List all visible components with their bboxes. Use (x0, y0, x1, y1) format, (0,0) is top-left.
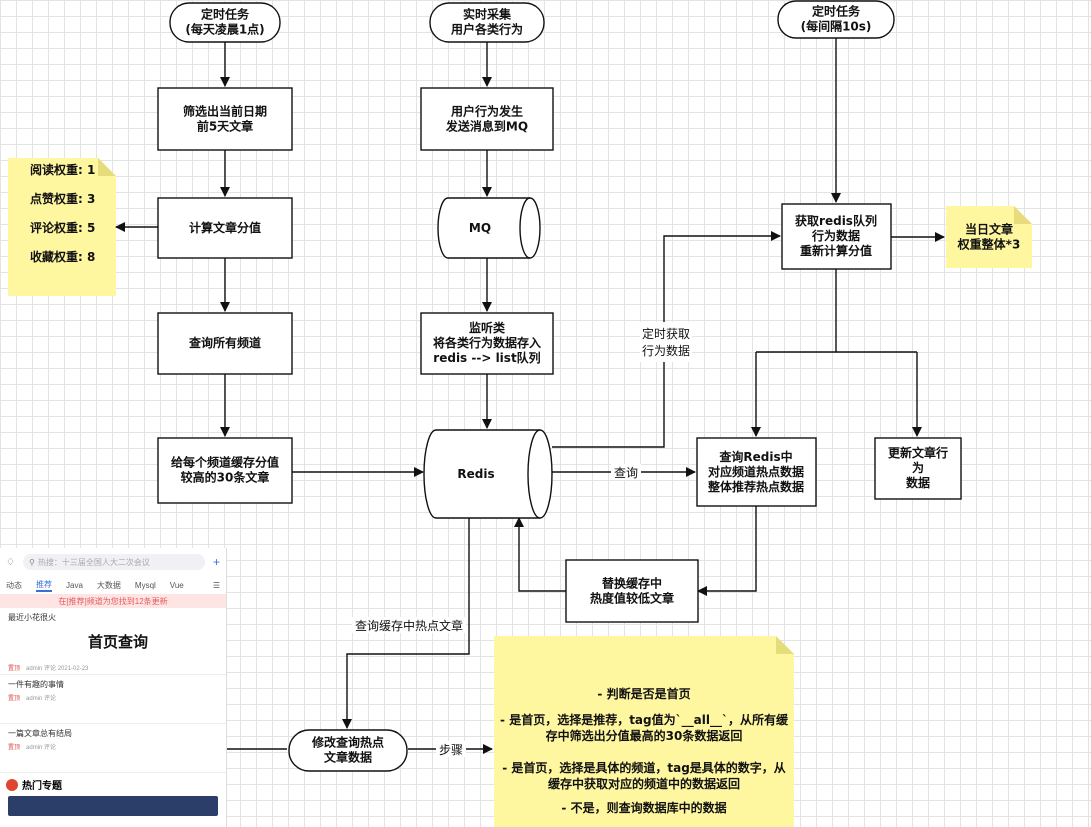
embedded-mobile-screenshot: ♢ ⚲ 热搜：十三届全国人大二次会议 + 动态 推荐 Java 大数据 Mysql Vue… (0, 548, 227, 827)
homepage-query-title: 首页查询 (87, 633, 148, 651)
edge-label-steps: 步骤 (439, 743, 463, 757)
update-article-node (874, 437, 962, 500)
realtime-label: 实时采集用户各类行为 (450, 7, 523, 37)
step-item: - 是首页，选择是具体的频道，tag是具体的数字，从缓存中获取对应的频道中的数据… (502, 760, 786, 791)
timer2-label: 定时任务(每间隔10s) (801, 4, 872, 34)
hot-topics-header: 热门专题 (0, 773, 226, 796)
phone-banner: 在[推荐]频道为您找到12条更新 (0, 594, 226, 608)
calc-label: 计算文章分值 (189, 220, 261, 235)
realtime-node (429, 2, 545, 43)
article-title: 最近小花很火 (8, 613, 56, 622)
query-redis-node (696, 437, 817, 507)
edge-label-timed-fetch: 定时获取行为数据 (642, 326, 690, 358)
hot-topic-image[interactable] (8, 796, 218, 816)
article-title: 一件有趣的事情 (8, 680, 64, 689)
update-article-label: 更新文章行为数据 (888, 445, 948, 490)
fire-icon (6, 778, 18, 791)
bell-icon: ♢ (6, 556, 15, 568)
phone-search-input[interactable]: ⚲ 热搜：十三届全国人大二次会议 (22, 554, 205, 570)
timer1-node (169, 2, 281, 43)
weight-item: 收藏权重: 8 (30, 249, 95, 264)
replace-node (565, 559, 699, 623)
weight-item: 阅读权重: 1 (30, 162, 95, 177)
modify-label: 修改查询热点文章数据 (311, 735, 384, 765)
phone-tab[interactable]: Vue (169, 580, 184, 590)
edge-label-query-cache: 查询缓存中热点文章 (355, 618, 463, 633)
phone-tab[interactable]: Java (66, 580, 83, 590)
timer2-node (777, 0, 895, 39)
steps-note (494, 636, 794, 827)
mq-node (437, 197, 541, 259)
search-icon: ⚲ (28, 557, 35, 567)
phone-tab[interactable]: 动态 (6, 580, 22, 590)
filter-label: 筛选出当前日期前5天文章 (183, 104, 267, 134)
today-note (946, 206, 1032, 268)
listener-node (420, 312, 554, 375)
phone-tab[interactable]: Mysql (134, 580, 156, 590)
redis-node (423, 429, 553, 519)
phone-tab[interactable]: 大数据 (96, 580, 121, 590)
step-item: - 不是，则查询数据库中的数据 (561, 800, 726, 815)
phone-tabs: 动态 推荐 Java 大数据 Mysql Vue ☰ (0, 576, 226, 594)
weights-note (8, 158, 116, 296)
calc-node (157, 197, 293, 259)
replace-label: 替换缓存中热度值较低文章 (590, 576, 674, 606)
channels-label: 查询所有频道 (188, 335, 261, 350)
get-redis-node (781, 203, 892, 270)
query-redis-label: 查询Redis中对应频道热点数据整体推荐热点数据 (707, 449, 804, 494)
user-action-node (420, 87, 554, 151)
timer1-label: 定时任务(每天凌晨1点) (185, 7, 264, 37)
mq-label: MQ (469, 221, 491, 235)
article-title: 一篇文章总有结局 (8, 729, 72, 738)
plus-icon[interactable]: + (212, 555, 220, 569)
step-item: - 判断是否是首页 (597, 686, 690, 701)
modify-node (288, 729, 408, 772)
get-redis-label: 获取redis队列行为数据重新计算分值 (794, 213, 877, 258)
search-placeholder: 热搜：十三届全国人大二次会议 (37, 557, 150, 567)
redis-label: Redis (457, 467, 494, 481)
filter-node (157, 87, 293, 151)
weight-item: 评论权重: 5 (30, 220, 95, 235)
cache-label: 给每个频道缓存分值较高的30条文章 (171, 455, 279, 485)
user-action-label: 用户行为发生发送消息到MQ (445, 104, 528, 134)
edge-label-query: 查询 (614, 466, 638, 480)
menu-icon[interactable]: ☰ (212, 580, 220, 590)
phone-top-bar: ♢ ⚲ 热搜：十三届全国人大二次会议 + (0, 548, 226, 576)
today-note-label: 当日文章权重整体*3 (957, 222, 1021, 252)
step-item: - 是首页，选择是推荐，tag值为`__all__`，从所有缓存中筛选出分值最高… (500, 712, 789, 743)
cache-node (157, 437, 293, 504)
channels-node (157, 312, 293, 375)
weight-item: 点赞权重: 3 (30, 191, 95, 206)
phone-tab[interactable]: 推荐 (36, 579, 52, 592)
